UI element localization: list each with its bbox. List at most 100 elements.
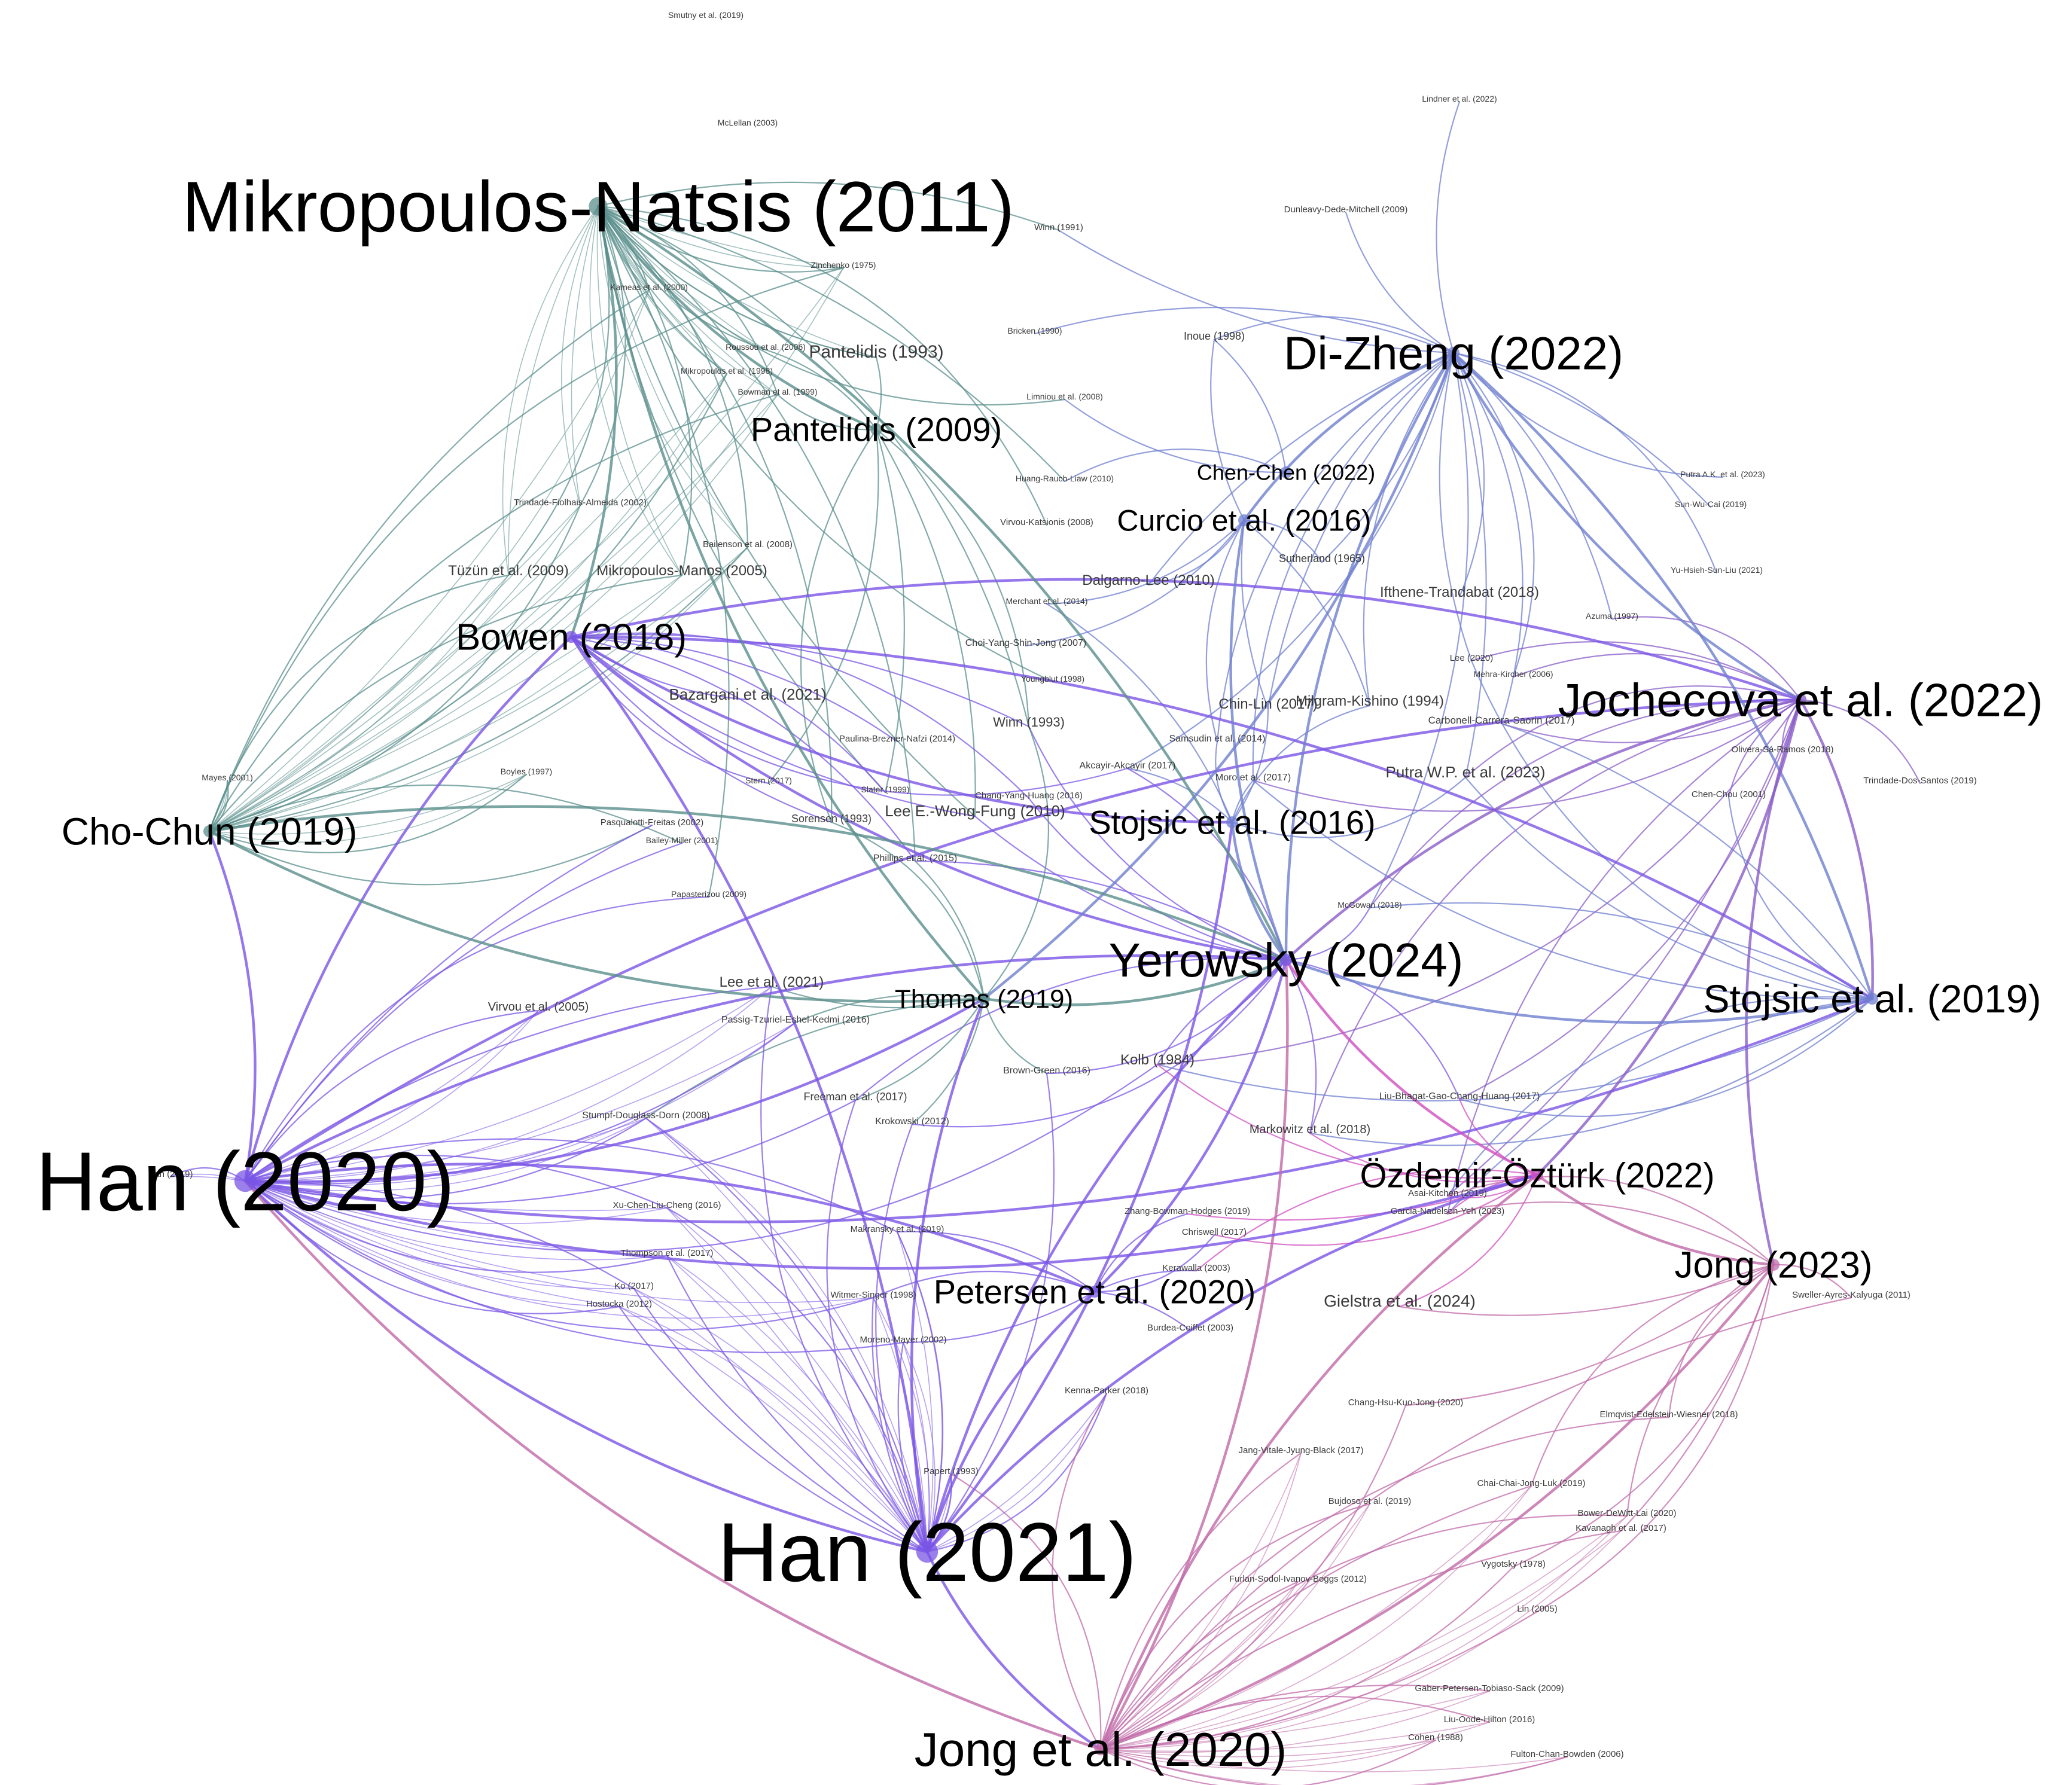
minor-node-label: Chriswell (2017) (1182, 1227, 1247, 1237)
citation-edge (1100, 1749, 1568, 1785)
hub-citation-edge (982, 958, 1288, 1006)
citation-edge (926, 1072, 1055, 1553)
citation-edge (764, 349, 877, 431)
hub-citation-edge (243, 1179, 1102, 1751)
citation-edge (1064, 448, 1287, 483)
minor-node-label: Winn (1993) (993, 715, 1065, 730)
minor-node-label: Olivera-Sá-Ramos (2018) (1732, 744, 1834, 755)
citation-edge (245, 1010, 539, 1182)
citation-edge (875, 428, 1030, 728)
citation-edge (1231, 776, 1467, 838)
minor-node-label: Sweller-Ayres-Kalyuga (2011) (1792, 1290, 1910, 1300)
minor-node-label: Brown-Green (2016) (1003, 1066, 1090, 1076)
citation-edge (1458, 997, 1873, 1118)
minor-node-label: Tüzün et al. (2009) (448, 563, 568, 579)
citation-edge (1446, 997, 1873, 1215)
minor-node-label: Ifthene-Trandabat (2018) (1380, 584, 1539, 600)
hub-citation-edge (1799, 698, 1874, 1000)
citation-edge (598, 206, 844, 268)
citation-edge (597, 181, 1060, 231)
citation-edge (1100, 1503, 1370, 1750)
citation-edge (927, 1393, 1107, 1552)
node-marker (1226, 816, 1238, 828)
citation-edge (1620, 1264, 1775, 1532)
citation-edge (1100, 1530, 1622, 1750)
citation-edge (244, 1063, 1159, 1252)
minor-node-label: Freeman et al. (2017) (803, 1091, 907, 1103)
citation-edge (244, 1180, 874, 1331)
citation-edge (1099, 1296, 1852, 1750)
minor-node-label: Sutherland (1965) (1279, 553, 1365, 565)
hub-node-label: Özdemir-Öztürk (2022) (1360, 1156, 1714, 1195)
minor-node-label: Makransky et al. (2019) (851, 1224, 944, 1234)
citation-edge (927, 1393, 1107, 1552)
minor-node-label: Winn (1991) (1034, 222, 1083, 233)
citation-edge (1216, 352, 1455, 743)
citation-edge (245, 1010, 539, 1182)
citation-edge (1452, 352, 1487, 779)
citation-edge (1099, 1580, 1299, 1750)
citation-edge (598, 206, 766, 350)
node-marker (1094, 1743, 1107, 1756)
citation-edge (1100, 1749, 1568, 1772)
hub-node-labels: Mikropoulos-Natsis (2011)Di-Zheng (2022)… (36, 167, 2043, 1776)
citation-edge (666, 1255, 928, 1552)
citation-edge (244, 1099, 857, 1204)
hub-node-label: Jong (2023) (1675, 1245, 1873, 1286)
minor-node-label: Lee et al. (2021) (720, 974, 824, 990)
minor-node-label: Smutny et al. (2019) (668, 10, 744, 20)
citation-edge (1100, 1485, 1532, 1750)
hub-citation-edge (243, 1179, 929, 1554)
citation-edge (245, 1180, 668, 1212)
hub-node-label: Pantelidis (2009) (751, 411, 1002, 448)
minor-node-label: Youngblut (1998) (1021, 674, 1084, 684)
citation-edge (826, 1099, 928, 1553)
citation-edge (983, 997, 1048, 1075)
citation-edge (245, 1118, 647, 1183)
citation-edge (872, 1271, 1096, 1299)
citation-edge (1668, 1264, 1775, 1418)
minor-node-label: Stumpf-Douglass-Dorn (2008) (582, 1110, 709, 1121)
citation-edge (570, 636, 898, 743)
citation-edge (1099, 1610, 1538, 1750)
hub-citation-edge (925, 1550, 1102, 1751)
citation-edge (897, 1231, 944, 1552)
hub-node-label: Mikropoulos-Natsis (2011) (182, 167, 1014, 247)
hub-citation-edge (569, 635, 1874, 1000)
citation-edge (245, 1118, 647, 1192)
minor-node-label: Bazargani et al. (2021) (669, 685, 826, 703)
citation-edge (1099, 1416, 1670, 1750)
citation-edge (1252, 698, 1802, 812)
citation-edge (209, 547, 748, 832)
citation-edge (245, 986, 772, 1182)
hub-node-label: Han (2021) (718, 1505, 1136, 1599)
citation-edge (597, 205, 730, 898)
citation-edge (208, 546, 749, 832)
citation-edge (767, 428, 879, 785)
minor-node-label: Bricken (1990) (1007, 326, 1062, 335)
citation-edge (666, 1255, 928, 1553)
minor-node-label: Chai-Chai-Jong-Luk (2019) (1477, 1478, 1586, 1488)
minor-node-label: Yu-Hsieh-Sun-Liu (2021) (1671, 565, 1763, 575)
minor-node-label: Chang-Yang-Huang (2016) (975, 791, 1083, 801)
minor-node-label: Mayes (2001) (202, 773, 253, 782)
hub-citation-edge (1099, 1173, 1539, 1751)
citation-edge (1100, 1740, 1436, 1769)
hub-node-label: Curcio et al. (2016) (1117, 504, 1371, 538)
node-marker (1794, 693, 1807, 706)
citation-edge (597, 205, 1066, 483)
citation-edge (911, 959, 1287, 1128)
minor-node-label: Dalgarno-Lee (2010) (1082, 572, 1214, 588)
citation-edge (1100, 1453, 1302, 1750)
citation-edge (209, 373, 727, 832)
hub-citation-edge (208, 829, 986, 1003)
citation-edge (1772, 1264, 1852, 1299)
citation-edge (1436, 100, 1461, 354)
citation-edge (1099, 1404, 1407, 1750)
citation-edge (633, 1288, 928, 1552)
citation-edge (914, 860, 1287, 961)
hub-citation-edge (243, 954, 1288, 1183)
citation-edge (1099, 1695, 1491, 1750)
hub-citation-edge (1284, 698, 1802, 962)
citation-edge (896, 1231, 1096, 1293)
